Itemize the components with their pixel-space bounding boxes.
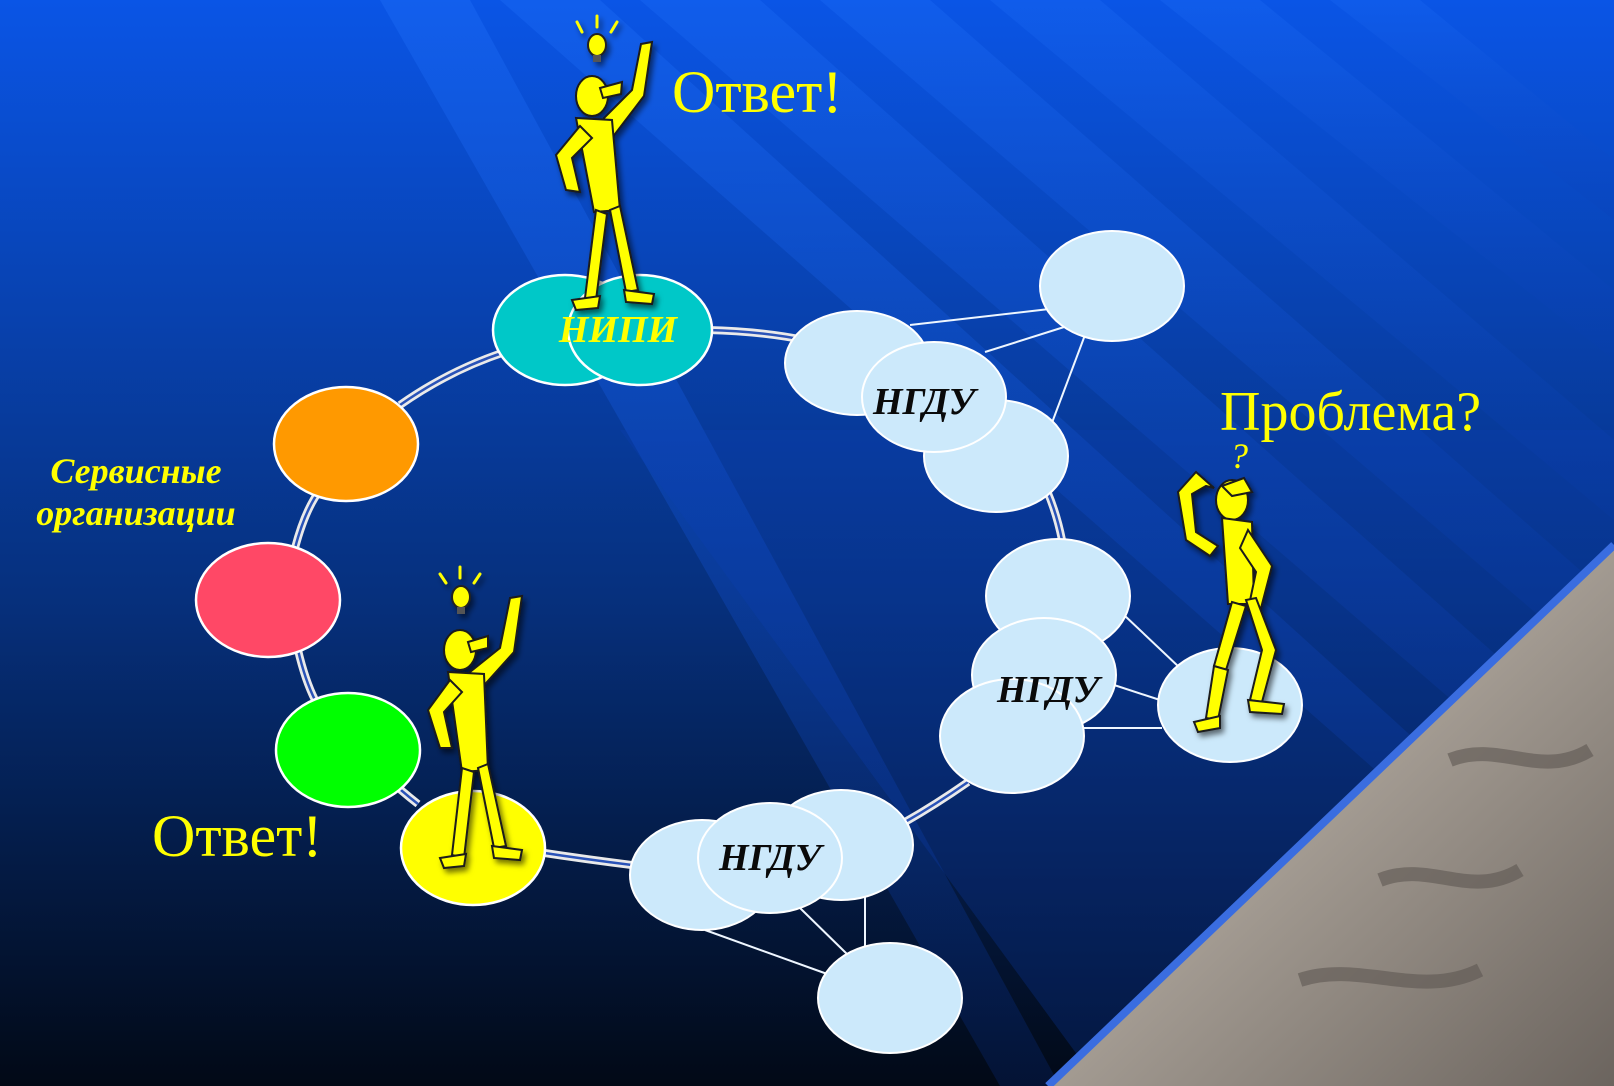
lightbulb-icon: [587, 33, 607, 57]
node: [939, 678, 1085, 794]
service-label-line2: организации: [36, 493, 236, 534]
red-node: [194, 541, 342, 659]
ngdu-cluster-bottom: [629, 789, 963, 1054]
colored-nodes: [194, 273, 714, 907]
node: [817, 942, 963, 1054]
nipi-node-front: [566, 273, 714, 387]
lightbulb-icon: [451, 585, 471, 609]
thinking-man-icon: [1176, 470, 1286, 734]
ngdu-right-label: НГДУ: [996, 669, 1100, 711]
node: [697, 802, 843, 914]
yellow-node: [399, 789, 547, 907]
answer-caption-bottom: Ответ!: [152, 803, 323, 869]
answer-caption-top: Ответ!: [672, 59, 843, 125]
ngdu-top-label: НГДУ: [872, 381, 976, 423]
question-mark: ?: [1230, 436, 1248, 476]
problem-caption: Проблема?: [1220, 381, 1482, 443]
green-node: [274, 691, 422, 809]
service-label-line1: Сервисные: [50, 451, 222, 491]
idea-man-icon: [554, 14, 656, 312]
nipi-label: НИПИ: [558, 309, 678, 351]
orange-node: [272, 385, 420, 503]
service-organizations-label: Сервисные организации: [0, 450, 272, 535]
ngdu-bottom-label: НГДУ: [718, 837, 822, 879]
node: [1039, 230, 1185, 342]
ngdu-cluster-top: [784, 230, 1185, 513]
idea-man-icon: [426, 565, 524, 870]
ngdu-cluster-right: [939, 538, 1303, 794]
node: [861, 341, 1007, 453]
